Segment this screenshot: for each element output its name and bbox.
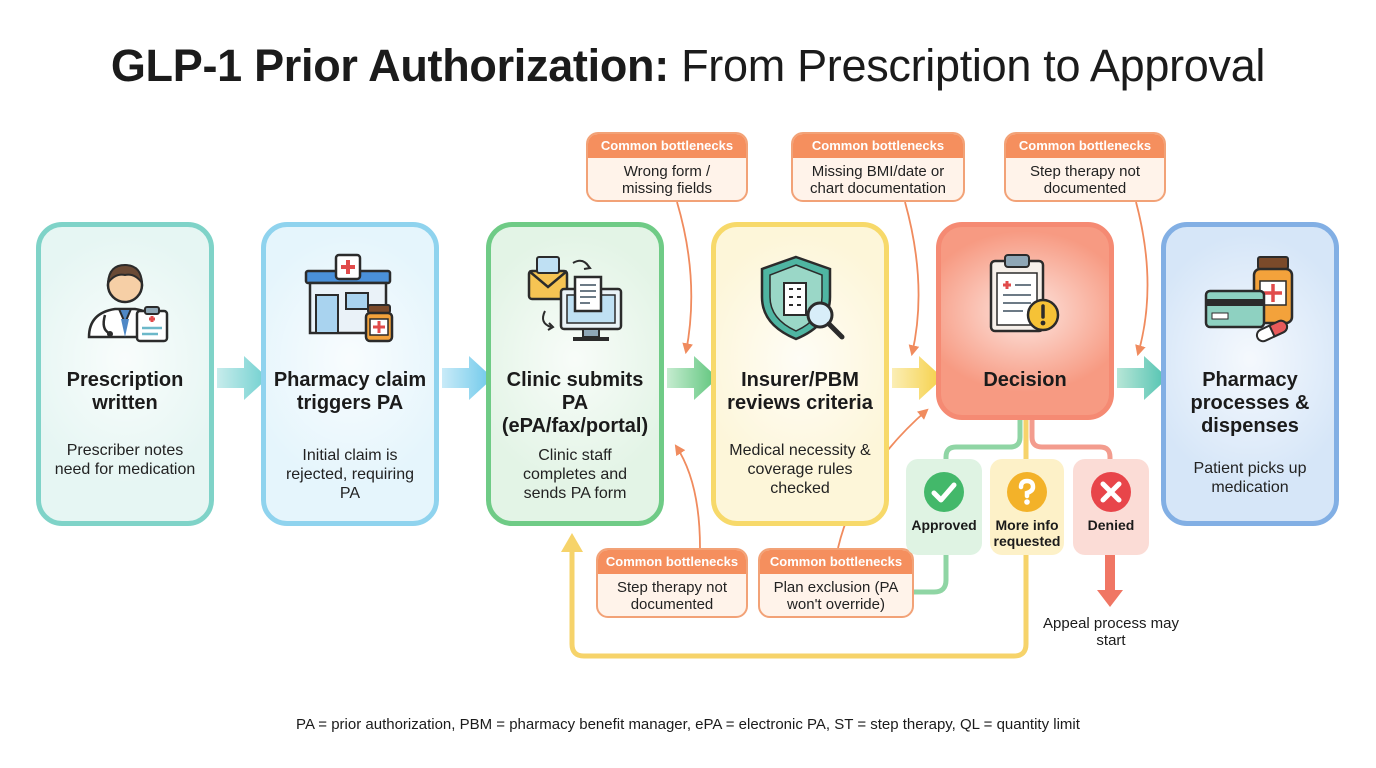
bottleneck-arrow-1 — [676, 201, 693, 355]
outcome-label: More info requested — [993, 517, 1061, 549]
flow-arrow-5 — [1117, 356, 1168, 400]
callout-text: Plan exclusion (PA won't override) — [773, 579, 899, 613]
bottleneck-callout-top-3: Common bottlenecks Step therapy not docu… — [1004, 132, 1166, 202]
clipboard-alert-icon — [941, 251, 1109, 341]
step-insurer-review: Insurer/PBM reviews criteria Medical nec… — [711, 222, 889, 526]
step-pharmacy-dispenses: Pharmacy processes & dispenses Patient p… — [1161, 222, 1339, 526]
step-title: Clinic submits PA (ePA/fax/portal) — [501, 369, 649, 437]
callout-header: Common bottlenecks — [588, 134, 746, 158]
flow-arrow-3 — [667, 356, 718, 400]
outcome-more-info: More info requested — [990, 459, 1064, 555]
title-light: From Prescription to Approval — [681, 40, 1266, 91]
card-pill-bottle-icon — [1166, 253, 1334, 343]
step-title: Insurer/PBM reviews criteria — [727, 369, 873, 414]
outcome-denied: Denied — [1073, 459, 1149, 555]
callout-text: Step therapy not documented — [616, 579, 728, 613]
callout-header: Common bottlenecks — [1006, 134, 1164, 158]
flow-arrow-2 — [442, 356, 493, 400]
more-info-loop — [569, 548, 1029, 659]
branch-denied — [1029, 420, 1113, 464]
callout-header: Common bottlenecks — [760, 550, 912, 574]
bottleneck-callout-top-2: Common bottlenecks Missing BMI/date or c… — [791, 132, 965, 202]
more-info-loop-arrowhead — [561, 533, 583, 552]
branch-approved — [943, 420, 1023, 464]
callout-text: Missing BMI/date or chart documentation — [810, 163, 946, 197]
outcome-label: Denied — [1087, 517, 1135, 533]
step-description: Initial claim is rejected, requiring PA — [285, 447, 415, 502]
outcome-approved: Approved — [906, 459, 982, 555]
pharmacy-building-icon — [266, 253, 434, 343]
check-icon — [924, 472, 964, 512]
email-computer-icon — [491, 253, 659, 343]
bottleneck-arrow-3 — [1135, 201, 1149, 357]
bottleneck-callout-top-1: Common bottlenecks Wrong form / missing … — [586, 132, 748, 202]
step-title: Pharmacy claim triggers PA — [273, 369, 427, 414]
outcome-label: Approved — [911, 517, 977, 533]
callout-text: Step therapy not documented — [1029, 163, 1141, 197]
diagram-title: GLP-1 Prior Authorization: From Prescrip… — [0, 40, 1376, 92]
approved-return-line — [913, 555, 949, 595]
step-description: Clinic staff completes and sends PA form — [522, 447, 628, 502]
step-description: Patient picks up medication — [1193, 460, 1307, 496]
callout-header: Common bottlenecks — [793, 134, 963, 158]
shield-search-icon — [716, 253, 884, 343]
callout-header: Common bottlenecks — [598, 550, 746, 574]
appeal-note: Appeal process may start — [1043, 615, 1179, 649]
flow-arrow-4 — [892, 356, 943, 400]
step-description: Medical necessity & coverage rules check… — [729, 442, 871, 497]
step-decision: Decision — [936, 222, 1114, 420]
bottleneck-arrow-2 — [904, 201, 920, 357]
bottleneck-callout-bottom-2: Common bottlenecks Plan exclusion (PA wo… — [758, 548, 914, 618]
footnote: PA = prior authorization, PBM = pharmacy… — [296, 716, 1080, 733]
question-icon — [1007, 472, 1047, 512]
step-title: Pharmacy processes & dispenses — [1190, 369, 1310, 437]
step-pharmacy-claim: Pharmacy claim triggers PA Initial claim… — [261, 222, 439, 526]
callout-text: Wrong form / missing fields — [621, 163, 713, 197]
bottleneck-callout-bottom-1: Common bottlenecks Step therapy not docu… — [596, 548, 748, 618]
x-icon — [1091, 472, 1131, 512]
doctor-icon — [41, 253, 209, 343]
step-title: Prescription written — [66, 369, 184, 414]
step-prescription-written: Prescription written Prescriber notes ne… — [36, 222, 214, 526]
flow-arrow-1 — [217, 356, 268, 400]
bottleneck-arrow-4 — [674, 444, 701, 549]
step-title: Decision — [983, 369, 1067, 391]
step-clinic-submits: Clinic submits PA (ePA/fax/portal) Clini… — [486, 222, 664, 526]
denied-appeal-arrow — [1097, 555, 1123, 607]
step-description: Prescriber notes need for medication — [54, 442, 196, 478]
title-bold: GLP-1 Prior Authorization: — [110, 40, 669, 91]
